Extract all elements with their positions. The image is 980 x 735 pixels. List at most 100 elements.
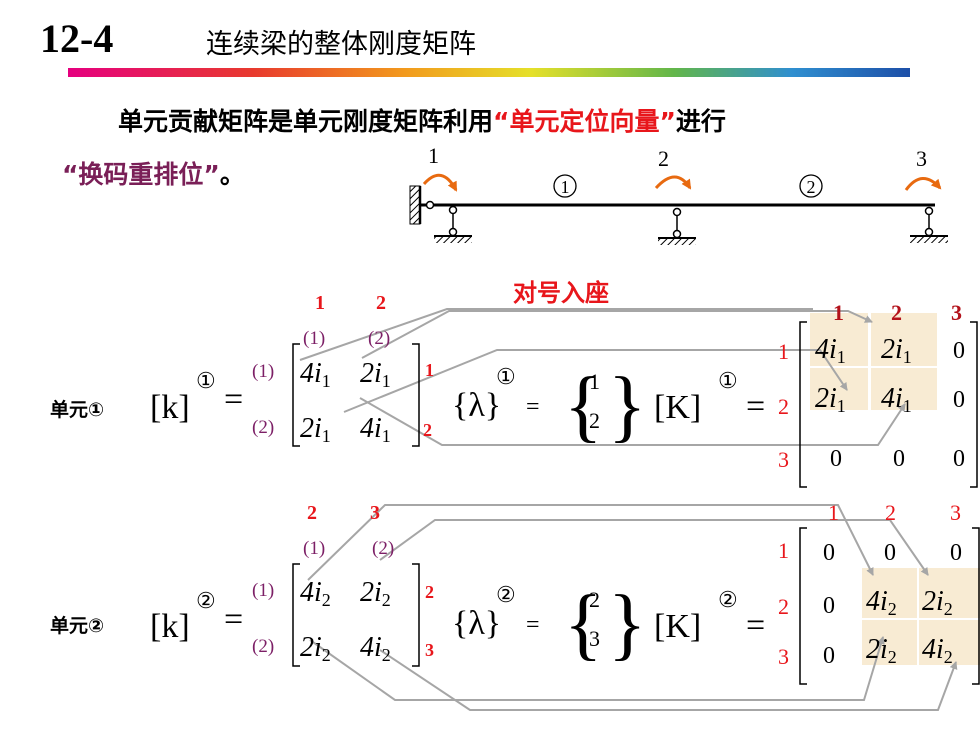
K1-sup: ① <box>718 368 738 393</box>
k1-sup: ① <box>196 368 216 393</box>
k2-row-local-2: (2) <box>252 636 274 657</box>
K1-cell-32: 0 <box>893 446 905 472</box>
element-label-circle-2 <box>799 174 823 198</box>
K2-col-3: 3 <box>950 500 961 525</box>
k1-col-global-1: 1 <box>315 292 325 314</box>
support-node-3 <box>910 206 948 243</box>
highlight-K2-33 <box>919 620 980 665</box>
k1-col-global-2: 2 <box>376 292 386 314</box>
K1-cell-21: 2i1 <box>815 383 846 416</box>
k2-equals: = <box>224 601 243 638</box>
k2-cell-11: 4i2 <box>300 577 331 610</box>
lambda2-sup: ② <box>496 582 516 607</box>
K1-cell-11: 4i1 <box>815 334 846 367</box>
K1-row-2: 2 <box>778 394 789 419</box>
element-2-row: 单元② [k] ② = 2 3 (1) (2) (1) (2) 4i2 2i2 … <box>50 500 980 685</box>
lambda2-brace-left: { <box>564 580 602 668</box>
K2-row-1: 1 <box>778 538 789 563</box>
k2-cell-22: 4i2 <box>360 632 391 665</box>
K2-cell-33: 4i2 <box>922 634 953 667</box>
node-label-2: 2 <box>658 146 669 171</box>
K2-sup: ② <box>718 587 738 612</box>
k1-col-local-1: (1) <box>303 328 325 349</box>
K2-row-3: 3 <box>778 644 789 669</box>
lambda2-symbol: {λ} <box>452 605 501 642</box>
element-1-row: 单元① [k] ① = 1 2 (1) (2) (1) (2) 4i1 2i1 … <box>50 292 978 488</box>
lambda1-sup: ① <box>496 364 516 389</box>
K2-cell-32: 2i2 <box>866 634 897 667</box>
K1-cell-23: 0 <box>953 387 965 413</box>
node-label-3: 3 <box>916 146 927 171</box>
lambda1-value-2: 2 <box>589 408 600 433</box>
highlight-K1-11 <box>810 313 868 366</box>
K2-cell-11: 0 <box>823 540 835 566</box>
highlight-K2-22 <box>862 568 917 618</box>
lambda1-brace-right: } <box>608 362 646 450</box>
highlight-K1-12 <box>871 313 937 366</box>
K1-col-2: 2 <box>891 300 902 325</box>
K1-cell-31: 0 <box>830 446 842 472</box>
k2-col-global-1: 2 <box>307 502 317 524</box>
K2-cell-31: 0 <box>823 643 835 669</box>
highlight-K2-23 <box>919 568 980 618</box>
intro-end: 。 <box>220 160 245 189</box>
mapping-arrows <box>299 308 958 711</box>
lambda1-symbol: {λ} <box>452 387 501 424</box>
section-number: 12-4 <box>40 16 113 61</box>
k2-row-global-1: 2 <box>425 582 434 602</box>
lambda2-brace-right: } <box>608 580 646 668</box>
K2-cell-23: 2i2 <box>922 586 953 619</box>
lambda1-brace-left: { <box>564 362 602 450</box>
k1-row-local-2: (2) <box>252 417 274 438</box>
intro-term1: “单元定位向量” <box>493 107 676 136</box>
k2-sup: ② <box>196 588 216 613</box>
k2-cell-21: 2i2 <box>300 632 331 665</box>
K1-col-3: 3 <box>951 300 962 325</box>
rotation-arrow-node-2 <box>654 175 692 190</box>
continuous-beam-diagram: 1 2 3 1 2 <box>409 143 948 245</box>
k1-row-global-2: 2 <box>423 420 432 440</box>
intro-part1: 单元贡献矩阵是单元刚度矩阵利用 <box>118 107 493 136</box>
element-1-label: 单元① <box>50 398 104 421</box>
lambda2-value-1: 2 <box>589 587 600 612</box>
intro-line2: “换码重排位”。 <box>62 160 245 189</box>
element-label-1: 1 <box>561 177 570 197</box>
K2-col-2: 2 <box>885 500 896 525</box>
K1-cell-12: 2i1 <box>881 334 912 367</box>
k2-cell-12: 2i2 <box>360 577 391 610</box>
rotation-arrow-node-1 <box>422 173 458 192</box>
K1-cell-33: 0 <box>953 446 965 472</box>
k1-cell-12: 2i1 <box>360 358 391 391</box>
k2-col-local-1: (1) <box>303 538 325 559</box>
K2-cell-21: 0 <box>823 593 835 619</box>
K1-col-1: 1 <box>833 300 844 325</box>
fixed-wall <box>409 185 421 225</box>
k1-row-local-1: (1) <box>252 361 274 382</box>
k2-symbol: [k] <box>150 608 190 645</box>
k2-col-global-2: 3 <box>370 502 380 524</box>
k2-row-local-1: (1) <box>252 580 274 601</box>
k1-equals: = <box>224 381 243 418</box>
lambda1-equals: = <box>526 394 540 420</box>
lambda1-value-1: 1 <box>589 369 600 394</box>
node-label-1: 1 <box>428 143 439 168</box>
intro-term2: “换码重排位” <box>62 160 220 189</box>
heading-dui-hao-ru-zuo: 对号入座 <box>513 279 609 307</box>
k2-row-global-2: 3 <box>425 640 434 660</box>
support-node-2 <box>658 207 696 245</box>
K1-cell-22: 4i1 <box>881 383 912 416</box>
K2-row-2: 2 <box>778 594 789 619</box>
k2-col-local-2: (2) <box>372 538 394 559</box>
section-title: 连续梁的整体刚度矩阵 <box>206 29 476 60</box>
title-underline-bar <box>68 68 910 77</box>
k1-cell-22: 4i1 <box>360 413 391 446</box>
k1-row-global-1: 1 <box>425 360 434 380</box>
lambda2-value-2: 3 <box>589 626 600 651</box>
element-label-2: 2 <box>807 177 816 197</box>
K2-symbol: [K] <box>654 608 701 645</box>
highlight-K1-21 <box>810 368 868 410</box>
k1-col-local-2: (2) <box>368 328 390 349</box>
K2-cell-22: 4i2 <box>866 586 897 619</box>
K1-cell-13: 0 <box>953 338 965 364</box>
